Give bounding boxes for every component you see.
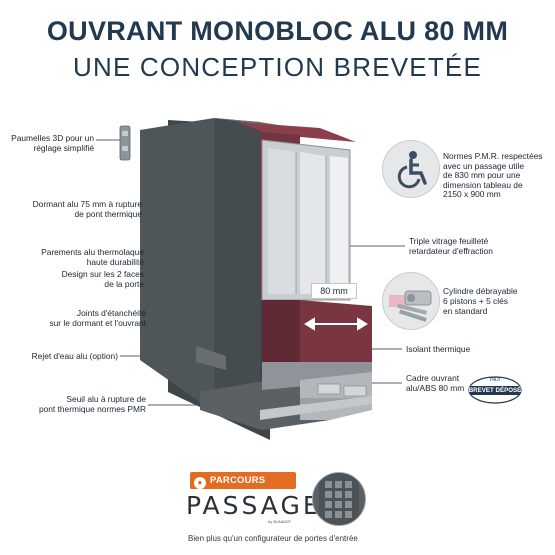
label-leaf-frame: Cadre ouvrant alu/ABS 80 mm <box>406 373 466 393</box>
lock-circle <box>382 272 440 330</box>
label-line: de 830 mm pour une <box>443 170 521 180</box>
glazing-pane-1 <box>268 148 296 294</box>
parcours-label: PARCOURS DIGITAL <box>190 475 266 503</box>
water-drip <box>196 346 226 370</box>
insulation-block <box>300 300 372 362</box>
label-line: dimension tableau de <box>443 179 523 190</box>
label-line: 6 pistons + 5 clés <box>443 296 508 306</box>
label-line: en standard <box>443 306 488 316</box>
label-line: de pont thermique <box>74 209 142 219</box>
brand-name: PASSAGE <box>186 491 322 520</box>
dimension-arrow <box>304 317 368 331</box>
label-line: haute durabilité <box>86 257 144 267</box>
wheelchair-icon <box>397 151 427 189</box>
label-line: sur le dormant et l'ouvrant <box>49 318 146 328</box>
door-thumbnail <box>312 472 366 526</box>
label-line: 2150 x 900 mm <box>443 189 501 199</box>
patent-badge: INDI BREVET DÉPOSÉ <box>466 374 524 404</box>
label-line: Triple vitrage feuilleté <box>409 236 489 246</box>
label-line: Cylindre débrayable <box>443 286 518 296</box>
label-frame: Dormant alu 75 mm à rupture de pont ther… <box>10 199 142 219</box>
door-panel-side <box>214 118 260 430</box>
label-line: pont thermique normes PMR <box>38 404 146 414</box>
badge-main-text: BREVET DÉPOSÉ <box>468 387 522 394</box>
label-line: Paumelles 3D pour un <box>11 133 94 143</box>
door-thumbnail-graphic <box>319 473 359 525</box>
label-design: Design sur les 2 faces de la porte <box>10 269 144 289</box>
location-pin-icon: ● <box>194 477 206 489</box>
label-line: réglage simplifié <box>33 143 94 153</box>
page-title: OUVRANT MONOBLOC ALU 80 MM <box>46 16 509 46</box>
glazing-pane-2 <box>300 152 326 294</box>
badge-top-text: INDI <box>490 377 500 383</box>
label-line: Isolant thermique <box>406 344 471 354</box>
label-line: Rejet d'eau alu (option) <box>31 351 118 361</box>
glazing-pane-3 <box>330 156 348 294</box>
label-line: retardateur d'effraction <box>409 246 493 256</box>
label-cylinder: Cylindre débrayable 6 pistons + 5 clés e… <box>443 286 543 316</box>
label-facings: Parements alu thermolaqué haute durabili… <box>10 247 144 267</box>
label-hinges: Paumelles 3D pour un réglage simplifié <box>8 133 94 153</box>
label-pmr: Normes P.M.R. respectées avec un passage… <box>443 151 553 200</box>
label-threshold: Seuil alu à rupture de pont thermique no… <box>10 394 146 414</box>
dimension-label: 80 mm <box>311 283 357 299</box>
label-line: Seuil alu à rupture de <box>66 394 146 404</box>
patent-badge-graphic <box>468 376 522 404</box>
burgundy-top <box>236 122 356 142</box>
brand-by-line: by BUNADIF <box>268 519 291 524</box>
label-seals: Joints d'étanchéité sur le dormant et l'… <box>10 308 146 328</box>
parcours-digital-banner: ●PARCOURS DIGITAL <box>190 472 296 503</box>
label-line: de la porte <box>104 279 144 289</box>
label-insulation: Isolant thermique <box>406 344 506 354</box>
label-glazing: Triple vitrage feuilleté retardateur d'e… <box>409 236 529 256</box>
label-line: Dormant alu 75 mm à rupture <box>32 199 142 209</box>
cylinder-lock-icon <box>389 290 432 322</box>
label-line: alu/ABS 80 mm <box>406 383 465 393</box>
label-line: avec un passage utile <box>443 160 525 171</box>
door-face <box>140 118 214 412</box>
page-subtitle: UNE CONCEPTION BREVETÉE <box>73 52 482 82</box>
label-water-drip: Rejet d'eau alu (option) <box>10 351 118 361</box>
label-line: Joints d'étanchéité <box>76 308 146 318</box>
label-line: Parements alu thermolaqué <box>41 247 144 257</box>
brand-tagline: Bien plus qu'un configurateur de portes … <box>188 534 358 543</box>
label-line: Normes P.M.R. respectées <box>443 151 543 161</box>
accessibility-circle <box>382 140 440 198</box>
label-line: Cadre ouvrant <box>406 373 460 383</box>
label-line: Design sur les 2 faces <box>61 269 144 279</box>
